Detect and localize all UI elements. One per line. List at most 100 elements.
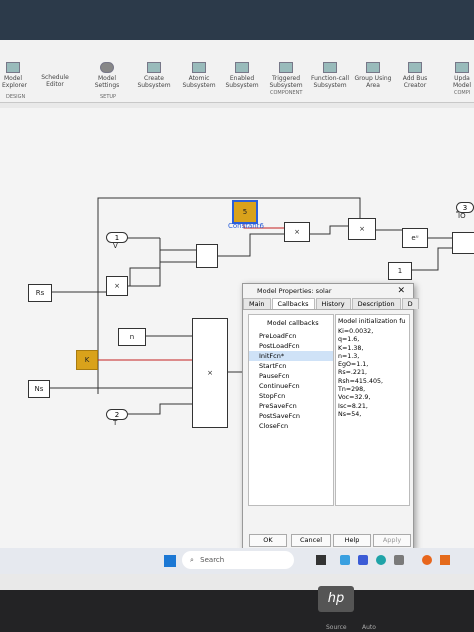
update-model-button[interactable]: Upda Model: [450, 62, 474, 89]
code-line: Ki=0.0032,: [338, 328, 374, 335]
add-bus-creator-button[interactable]: Add Bus Creator: [398, 62, 432, 89]
cancel-button[interactable]: Cancel: [291, 534, 331, 547]
dialog-tabs: Main Callbacks History Description D: [243, 298, 419, 310]
callback-item[interactable]: StopFcn: [259, 392, 286, 400]
callback-item[interactable]: CloseFcn: [259, 422, 289, 430]
callback-item[interactable]: PostSaveFcn: [259, 412, 300, 420]
tab-history[interactable]: History: [315, 298, 351, 309]
tab-data[interactable]: D: [401, 298, 419, 309]
product-block-1[interactable]: ×: [284, 222, 310, 242]
constant-block[interactable]: 5: [232, 200, 258, 224]
group-area-button[interactable]: Group Using Area: [354, 62, 392, 89]
function-call-subsystem-button[interactable]: Function-call Subsystem: [310, 62, 350, 89]
explorer-icon: [6, 62, 20, 73]
sum-block[interactable]: [196, 244, 218, 268]
create-subsystem-button[interactable]: Create Subsystem: [136, 62, 172, 89]
signal-line: [159, 238, 196, 251]
section-component: COMPONENT: [270, 90, 303, 96]
tab-callbacks[interactable]: Callbacks: [271, 298, 315, 309]
search-icon: ⌕: [190, 556, 194, 564]
auto-label: Auto: [362, 624, 376, 631]
title-area: [0, 0, 474, 40]
code-line: n=1.3,: [338, 352, 360, 360]
signal-line: [126, 261, 196, 287]
callback-item-selected[interactable]: InitFcn*: [249, 351, 333, 361]
product-block-main[interactable]: ×: [192, 318, 228, 428]
ns-block[interactable]: Ns: [28, 380, 50, 398]
app-icon[interactable]: [358, 555, 368, 565]
model-explorer-button[interactable]: Model Explorer: [2, 62, 27, 89]
firefox-icon[interactable]: [422, 555, 432, 565]
inport-v[interactable]: 1: [106, 232, 128, 243]
section-setup: SETUP: [100, 94, 117, 100]
enabled-subsystem-button[interactable]: Enabled Subsystem: [224, 62, 260, 89]
app-icon[interactable]: [394, 555, 404, 565]
code-line: Isc=8.21,: [338, 402, 368, 410]
app-icon[interactable]: [340, 555, 350, 565]
signal-line: [310, 225, 348, 235]
signal-line: [410, 247, 452, 271]
product-block-3[interactable]: ×: [106, 276, 128, 296]
model-settings-button[interactable]: Model Settings: [92, 62, 122, 89]
tab-main[interactable]: Main: [243, 298, 271, 309]
model-properties-dialog: Model Properties: solar ✕ Main Callbacks…: [242, 283, 419, 550]
ok-button[interactable]: OK: [249, 534, 287, 547]
section-design: DESIGN: [6, 94, 26, 100]
monitor-bezel: hp Source Auto: [0, 586, 474, 632]
close-icon[interactable]: ✕: [397, 286, 405, 296]
help-button[interactable]: Help: [333, 534, 371, 547]
callbacks-header: Model callbacks: [267, 319, 319, 327]
rs-block[interactable]: Rs: [28, 284, 52, 302]
callback-item[interactable]: PostLoadFcn: [259, 342, 300, 350]
code-line: Rsh=415.405,: [338, 377, 383, 385]
hp-logo: hp: [318, 586, 354, 612]
code-header: Model initialization fu: [338, 318, 406, 325]
callback-item[interactable]: ContinueFcn: [259, 382, 300, 390]
k-block[interactable]: K: [76, 350, 98, 370]
inport-t[interactable]: 2: [106, 409, 128, 420]
product-block-2[interactable]: ×: [348, 218, 376, 240]
signal-line: [97, 197, 361, 394]
callback-item[interactable]: PreLoadFcn: [259, 332, 297, 340]
sum-block-2[interactable]: [452, 232, 474, 254]
signal-line: [128, 403, 192, 415]
schedule-editor-button[interactable]: Schedule Editor: [41, 74, 69, 88]
ribbon-toolbar: Model Explorer Schedule Editor Model Set…: [0, 40, 474, 103]
init-code-editor[interactable]: Model initialization fu Ki=0.0032, q=1.6…: [335, 314, 410, 506]
atomic-icon: [192, 62, 206, 73]
dialog-title: Model Properties: solar: [257, 287, 332, 295]
code-line: Tn=298,: [338, 386, 366, 394]
edge-icon[interactable]: [376, 555, 386, 565]
apply-button[interactable]: Apply: [373, 534, 411, 547]
callback-item[interactable]: PauseFcn: [259, 372, 290, 380]
signal-lines: [48, 197, 470, 415]
signal-line: [218, 233, 284, 257]
subsystem-icon: [147, 62, 161, 73]
code-line: K=1.38,: [338, 344, 364, 352]
dialog-titlebar: Model Properties: solar ✕: [243, 284, 413, 298]
code-line: EgO=1.1,: [338, 361, 369, 369]
atomic-subsystem-button[interactable]: Atomic Subsystem: [182, 62, 216, 89]
constant-one-block[interactable]: 1: [388, 262, 412, 280]
code-line: Rs=.221,: [338, 369, 367, 377]
constant-label: Constant6: [228, 222, 264, 230]
callback-item[interactable]: PreSaveFcn: [259, 402, 297, 410]
code-line: q=1.6,: [338, 336, 360, 344]
code-line: Voc=32.9,: [338, 394, 371, 402]
matlab-icon[interactable]: [440, 555, 450, 565]
exp-block[interactable]: eᵘ: [402, 228, 428, 248]
tab-description[interactable]: Description: [351, 298, 401, 309]
windows-start-icon[interactable]: [164, 555, 176, 567]
taskbar-search[interactable]: ⌕ Search: [182, 551, 294, 569]
gear-icon: [100, 62, 114, 73]
triggered-subsystem-button[interactable]: Triggered Subsystem: [268, 62, 304, 89]
taskview-icon[interactable]: [316, 555, 326, 565]
outport-io-label: IO: [458, 212, 466, 220]
function-call-icon: [323, 62, 337, 73]
inport-t-label: T: [113, 419, 118, 427]
callback-item[interactable]: StartFcn: [259, 362, 287, 370]
inport-v-label: V: [113, 242, 118, 250]
code-line: Ns=54,: [338, 410, 362, 418]
n-block[interactable]: n: [118, 328, 146, 346]
area-icon: [366, 62, 380, 73]
